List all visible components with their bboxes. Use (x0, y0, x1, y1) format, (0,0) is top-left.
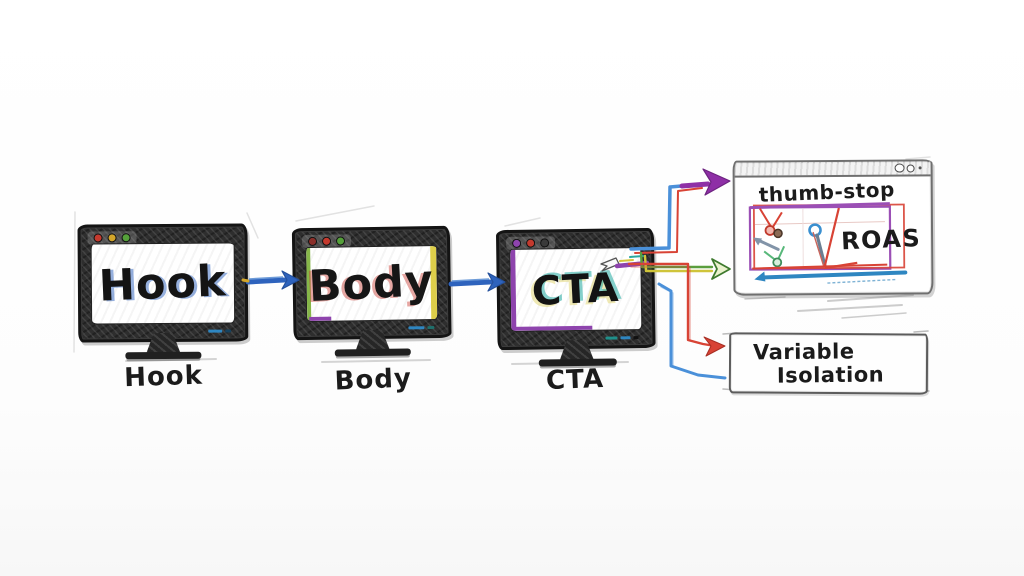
monitor-label-hook: Hook (123, 360, 204, 394)
dark-dot-icon (540, 238, 550, 248)
arrow-hook-to-body-icon (241, 270, 300, 290)
purple-edge-strip (309, 316, 332, 321)
green-dot-icon (335, 236, 346, 246)
bezel-mark-icon (605, 335, 618, 340)
monitor-hook: Hook Hook (77, 223, 249, 393)
scatter-doodle-chart (748, 202, 908, 284)
bezel-mark-icon (427, 325, 435, 329)
roas-label: ROAS (840, 223, 922, 256)
screen-text-hook: Hook (98, 255, 228, 312)
purple-edge-strip (510, 249, 517, 331)
red-dot-icon (526, 238, 536, 248)
monitor-frame: Hook (77, 223, 249, 343)
variable-label: Variable (752, 339, 855, 365)
screen-text-body: Body (307, 255, 436, 312)
red-dot-icon (93, 233, 103, 243)
monitor-label-cta: CTA (545, 363, 605, 397)
yellow-dot-icon (107, 233, 117, 243)
bezel-mark-icon (633, 335, 639, 339)
thumb-stop-window: thumb-stop (732, 159, 934, 296)
monitor-screen: Body (305, 244, 439, 323)
monitor-label-body: Body (334, 363, 413, 397)
purple-edge-strip (511, 325, 592, 331)
monitor-stand-base (125, 351, 202, 360)
monitor-frame: CTA (495, 227, 656, 351)
purple-dot-icon (512, 238, 522, 248)
monitor-stand-base (334, 348, 411, 357)
variable-isolation-box: Variable Isolation (728, 332, 929, 395)
bezel-mark-icon (225, 329, 232, 333)
bezel-mark-icon (408, 325, 425, 329)
monitor-cta: CTA CTA (495, 227, 656, 396)
bezel-mark-icon (208, 329, 223, 333)
connector-blue-line-icon (657, 282, 727, 380)
red-dot-icon (321, 236, 332, 246)
monitor-body: Body Body (291, 225, 452, 397)
bezel-mark-icon (620, 335, 631, 339)
monitor-frame: Body (291, 225, 452, 341)
screen-text-cta: CTA (530, 264, 621, 315)
red-dot-icon (307, 236, 318, 246)
monitor-screen: CTA (509, 247, 643, 332)
green-dot-icon (121, 233, 131, 243)
isolation-label: Isolation (776, 362, 885, 388)
monitor-screen: Hook (90, 242, 236, 325)
